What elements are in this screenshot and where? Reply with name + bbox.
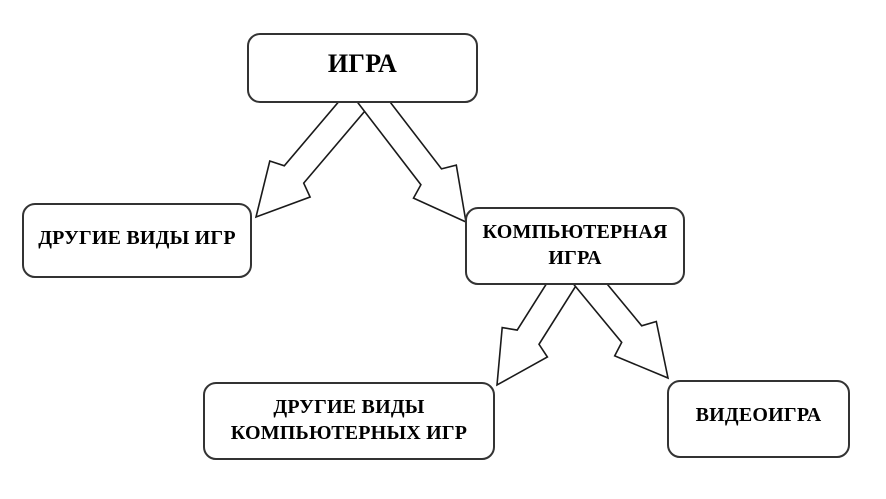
node-other-computer-games: ДРУГИЕ ВИДЫ КОМПЬЮТЕРНЫХ ИГР — [203, 382, 495, 460]
node-igra: ИГРА — [247, 33, 478, 103]
node-videogame-label: ВИДЕОИГРА — [695, 404, 822, 426]
arrow-igra-to-other-games — [254, 82, 375, 219]
node-other-computer-games-label-line2: КОМПЬЮТЕРНЫХ ИГР — [230, 422, 468, 444]
arrow-computer-game-to-other-computer-games — [496, 265, 580, 387]
node-computer-game-label-line1: КОМПЬЮТЕРНАЯ — [482, 221, 668, 243]
node-other-games-label: ДРУГИЕ ВИДЫ ИГР — [38, 227, 236, 249]
node-igra-label: ИГРА — [327, 49, 398, 79]
node-computer-game-label-line2: ИГРА — [548, 247, 602, 269]
node-videogame: ВИДЕОИГРА — [667, 380, 850, 458]
node-other-games: ДРУГИЕ ВИДЫ ИГР — [22, 203, 252, 278]
arrow-igra-to-computer-game — [354, 82, 468, 224]
node-other-computer-games-label-line1: ДРУГИЕ ВИДЫ — [273, 396, 425, 418]
node-computer-game: КОМПЬЮТЕРНАЯ ИГРА — [465, 207, 685, 285]
